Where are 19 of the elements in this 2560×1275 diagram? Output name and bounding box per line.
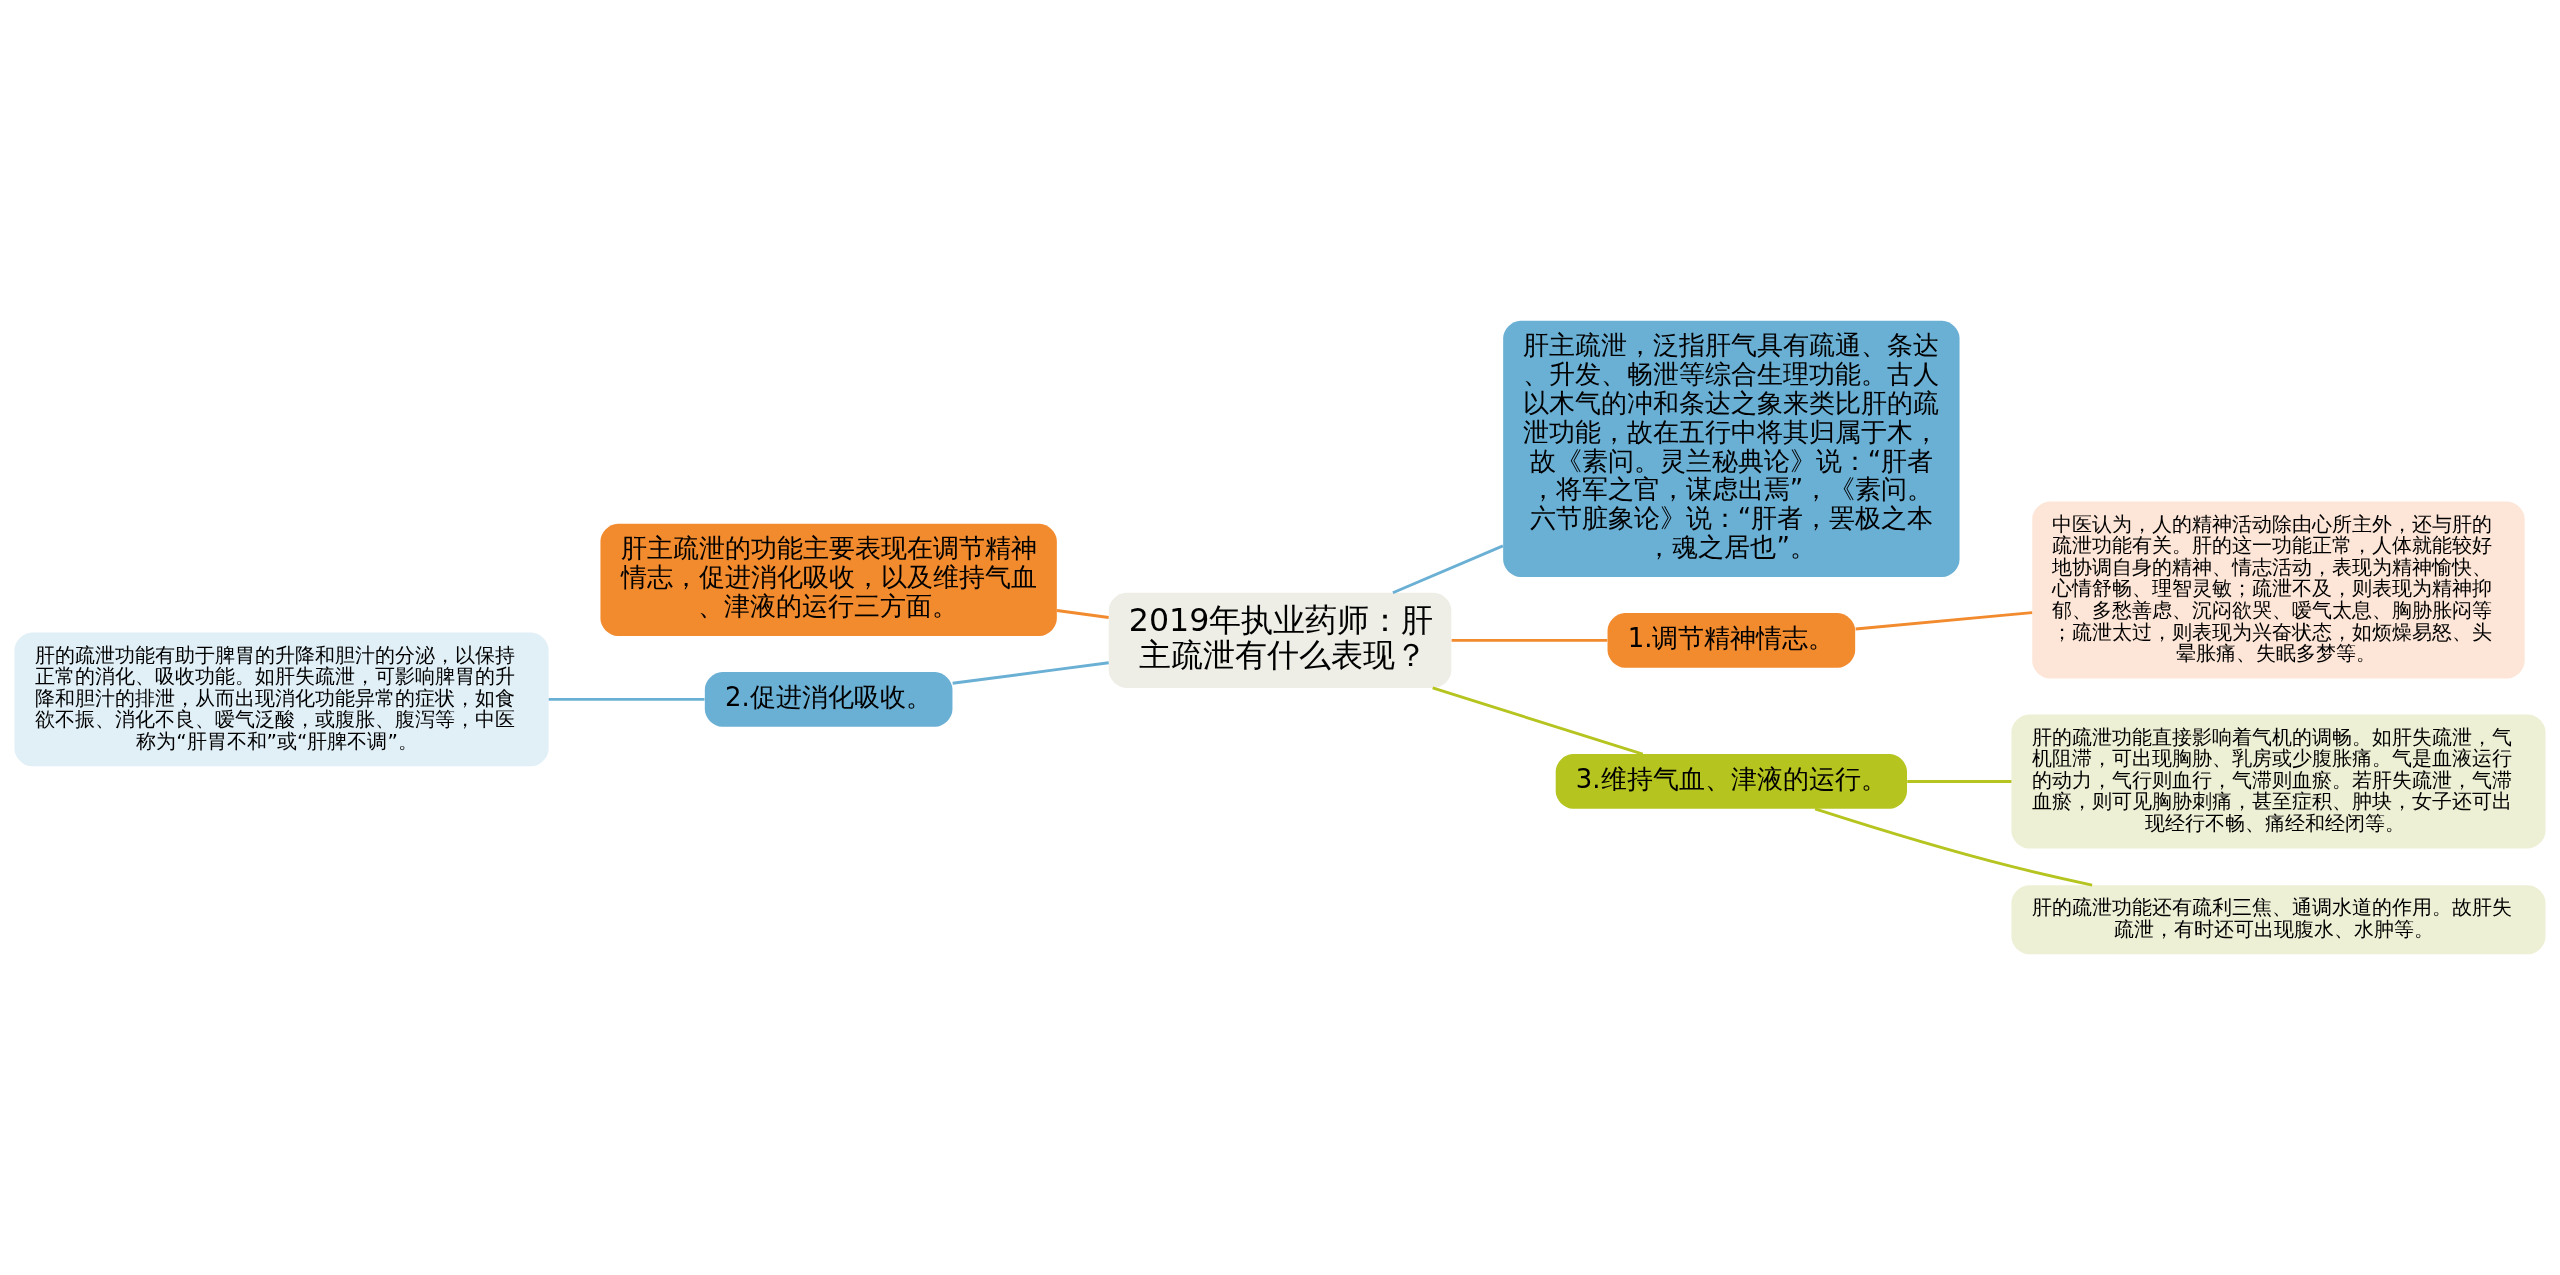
- node-box: 肝主疏泄，泛指肝气具有疏通、条达、升发、畅泄等综合生理功能。古人以木气的冲和条达之象来类比肝的疏泄功能，故在五行中将其归属于木，故《素问。灵兰秘典论》说：“肝者，将军之官，谋虑出焉”，《素问。六节脏象论》说：“肝者，罢极之本，魂之居也”。: [1503, 320, 1960, 578]
- node-box: 肝的疏泄功能还有疏利三焦、通调水道的作用。故肝失疏泄，有时还可出现腹水、水肿等。: [2011, 885, 2546, 955]
- connector: [1392, 544, 1504, 595]
- node-box: 肝的疏泄功能有助于脾胃的升降和胆汁的分泌，以保持正常的消化、吸收功能。如肝失疏泄，可影响脾胃的升降和胆汁的排泄，从而出现消化功能异常的症状，如食欲不振、消化不良、嗳气泛酸，或腹胀、腹泻等，中医称为“肝胃不和”或“肝脾不调”。: [14, 632, 549, 767]
- node-box: 肝主疏泄的功能主要表现在调节精神情志，促进消化吸收，以及维持气血、津液的运行三方面。: [600, 523, 1057, 637]
- node-box: 肝的疏泄功能直接影响着气机的调畅。如肝失疏泄，气机阻滞，可出现胸胁、乳房或少腹胀痛。气是血液运行的动力，气行则血行，气滞则血瘀。若肝失疏泄，气滞血瘀，则可见胸胁刺痛，甚至症积、肿块，女子还可出现经行不畅、痛经和经闭等。: [2011, 714, 2546, 849]
- connector: [1056, 609, 1109, 619]
- connector: [1432, 686, 1644, 756]
- connector: [1814, 807, 2093, 887]
- connector: [1855, 611, 2033, 631]
- node-box: 1.调节精神情志。: [1607, 613, 1856, 668]
- connector: [1907, 780, 2012, 783]
- node-box: 2019年执业药师：肝主疏泄有什么表现？: [1108, 592, 1452, 688]
- connector: [1451, 638, 1608, 642]
- connector: [952, 661, 1109, 685]
- node-box: 中医认为，人的精神活动除由心所主外，还与肝的疏泄功能有关。肝的这一功能正常，人体就能较好地协调自身的精神、情志活动，表现为精神愉快、心情舒畅、理智灵敏；疏泄不及，则表现为精神抑郁、多愁善虑、沉闷欲哭、嗳气太息、胸胁胀闷等；疏泄太过，则表现为兴奋状态，如烦燥易怒、头晕胀痛、失眠多梦等。: [2032, 501, 2525, 679]
- connector: [548, 697, 705, 701]
- node-box: 3.维持气血、津液的运行。: [1555, 754, 1907, 809]
- node-box: 2.促进消化吸收。: [704, 672, 953, 727]
